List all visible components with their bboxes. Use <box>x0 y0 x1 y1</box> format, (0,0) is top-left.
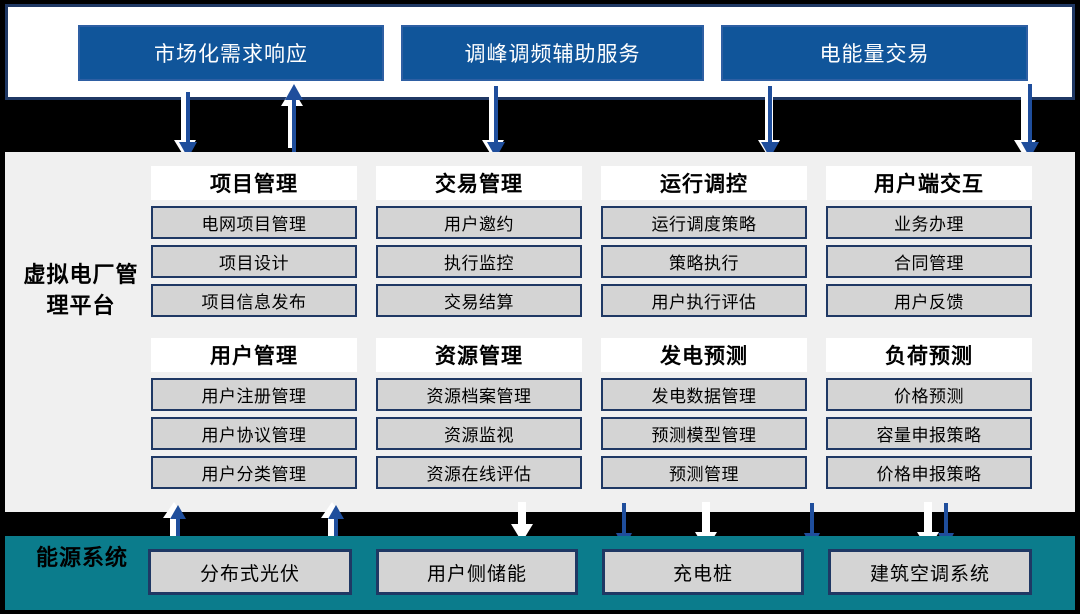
platform-side-label: 虚拟电厂管理平台 <box>23 263 139 319</box>
group-item[interactable]: 项目信息发布 <box>151 284 357 317</box>
group-item[interactable]: 项目设计 <box>151 245 357 278</box>
group-trade-management: 交易管理 用户邀约 执行监控 交易结算 <box>376 166 582 317</box>
group-item[interactable]: 用户协议管理 <box>151 417 357 450</box>
energy-box-3-label: 建筑空调系统 <box>869 562 990 585</box>
group-title: 发电预测 <box>601 338 807 372</box>
group-item[interactable]: 预测模型管理 <box>601 417 807 450</box>
top-box-0[interactable]: 市场化需求响应 <box>78 25 384 81</box>
arrow-up-blue-1 <box>281 84 307 152</box>
group-title: 资源管理 <box>376 338 582 372</box>
energy-side-label: 能源系统 <box>35 546 128 571</box>
group-item[interactable]: 价格预测 <box>826 378 1032 411</box>
group-item[interactable]: 发电数据管理 <box>601 378 807 411</box>
group-item[interactable]: 电网项目管理 <box>151 206 357 239</box>
group-generation-forecast: 发电预测 发电数据管理 预测模型管理 预测管理 <box>601 338 807 489</box>
group-item[interactable]: 合同管理 <box>826 245 1032 278</box>
group-project-management: 项目管理 电网项目管理 项目设计 项目信息发布 <box>151 166 357 317</box>
group-item[interactable]: 用户反馈 <box>826 284 1032 317</box>
group-user-interaction: 用户端交互 业务办理 合同管理 用户反馈 <box>826 166 1032 317</box>
group-item[interactable]: 价格申报策略 <box>826 456 1032 489</box>
group-item[interactable]: 用户邀约 <box>376 206 582 239</box>
top-box-0-label: 市场化需求响应 <box>154 42 308 66</box>
energy-box-0-label: 分布式光伏 <box>199 562 300 585</box>
group-title: 用户管理 <box>151 338 357 372</box>
group-title: 运行调控 <box>601 166 807 200</box>
top-box-2[interactable]: 电能量交易 <box>721 25 1028 81</box>
energy-box-3[interactable]: 建筑空调系统 <box>828 549 1032 595</box>
group-title: 用户端交互 <box>826 166 1032 200</box>
group-title: 交易管理 <box>376 166 582 200</box>
energy-box-2-label: 充电桩 <box>672 562 733 585</box>
group-item[interactable]: 资源在线评估 <box>376 456 582 489</box>
group-item[interactable]: 交易结算 <box>376 284 582 317</box>
group-item[interactable]: 策略执行 <box>601 245 807 278</box>
energy-box-1[interactable]: 用户侧储能 <box>376 549 578 595</box>
arrow-down-white-7 <box>508 502 536 542</box>
group-item[interactable]: 用户注册管理 <box>151 378 357 411</box>
group-item[interactable]: 预测管理 <box>601 456 807 489</box>
energy-box-0[interactable]: 分布式光伏 <box>148 549 352 595</box>
group-item[interactable]: 资源档案管理 <box>376 378 582 411</box>
group-resource-management: 资源管理 资源档案管理 资源监视 资源在线评估 <box>376 338 582 489</box>
group-item[interactable]: 执行监控 <box>376 245 582 278</box>
energy-box-1-label: 用户侧储能 <box>426 562 527 585</box>
group-item[interactable]: 资源监视 <box>376 417 582 450</box>
group-title: 项目管理 <box>151 166 357 200</box>
arrow-down-blue-3 <box>757 86 783 162</box>
group-item[interactable]: 业务办理 <box>826 206 1032 239</box>
group-load-forecast: 负荷预测 价格预测 容量申报策略 价格申报策略 <box>826 338 1032 489</box>
arrow-up-blue-3 <box>324 505 348 551</box>
group-operation-control: 运行调控 运行调度策略 策略执行 用户执行评估 <box>601 166 807 317</box>
group-item[interactable]: 用户执行评估 <box>601 284 807 317</box>
group-user-management: 用户管理 用户注册管理 用户协议管理 用户分类管理 <box>151 338 357 489</box>
arrow-down-blue-4 <box>1017 84 1043 162</box>
top-box-1[interactable]: 调峰调频辅助服务 <box>401 25 704 81</box>
vpp-platform-panel: 虚拟电厂管理平台 项目管理 电网项目管理 项目设计 项目信息发布 交易管理 用户… <box>5 152 1075 512</box>
arrow-down-blue-2 <box>483 86 509 162</box>
energy-box-2[interactable]: 充电桩 <box>602 549 804 595</box>
group-item[interactable]: 容量申报策略 <box>826 417 1032 450</box>
group-item[interactable]: 运行调度策略 <box>601 206 807 239</box>
energy-system-panel: 能源系统 分布式光伏 用户侧储能 充电桩 建筑空调系统 <box>5 536 1075 610</box>
arrow-down-blue-1 <box>175 92 201 162</box>
top-box-1-label: 调峰调频辅助服务 <box>464 42 641 66</box>
top-market-panel: 市场化需求响应 调峰调频辅助服务 电能量交易 <box>5 4 1075 100</box>
group-item[interactable]: 用户分类管理 <box>151 456 357 489</box>
arrow-up-blue-2 <box>166 505 190 551</box>
group-title: 负荷预测 <box>826 338 1032 372</box>
top-box-2-label: 电能量交易 <box>819 42 930 66</box>
